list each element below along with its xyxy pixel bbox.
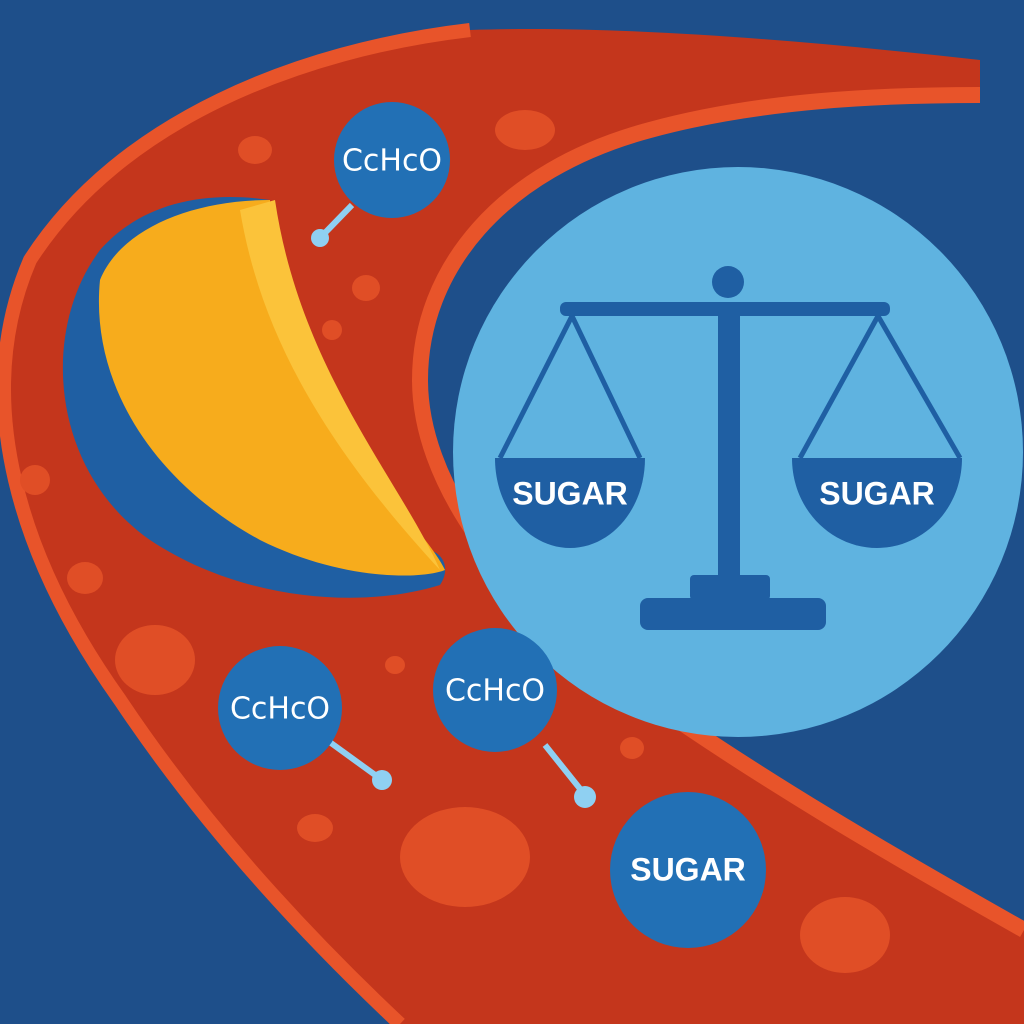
blood-cells [20, 110, 890, 973]
sugar-bubble-label: SUGAR [630, 851, 746, 887]
sugar-bubble [610, 792, 766, 948]
molecule-label: CcHcO [342, 144, 442, 179]
molecule-left: CcHcO [218, 646, 392, 790]
organ-shape [62, 197, 446, 598]
molecule-right: CcHcO [433, 628, 596, 808]
scale-icon [495, 266, 963, 630]
molecule-label: CcHcO [445, 674, 545, 709]
right-pan-label: SUGAR [819, 475, 935, 511]
molecule-top: CcHcO [311, 102, 450, 247]
left-pan-label: SUGAR [512, 475, 628, 511]
molecule-label: CcHcO [230, 692, 330, 727]
vessel-inner-wall [411, 87, 1024, 937]
vessel-outer-wall [0, 23, 471, 1024]
